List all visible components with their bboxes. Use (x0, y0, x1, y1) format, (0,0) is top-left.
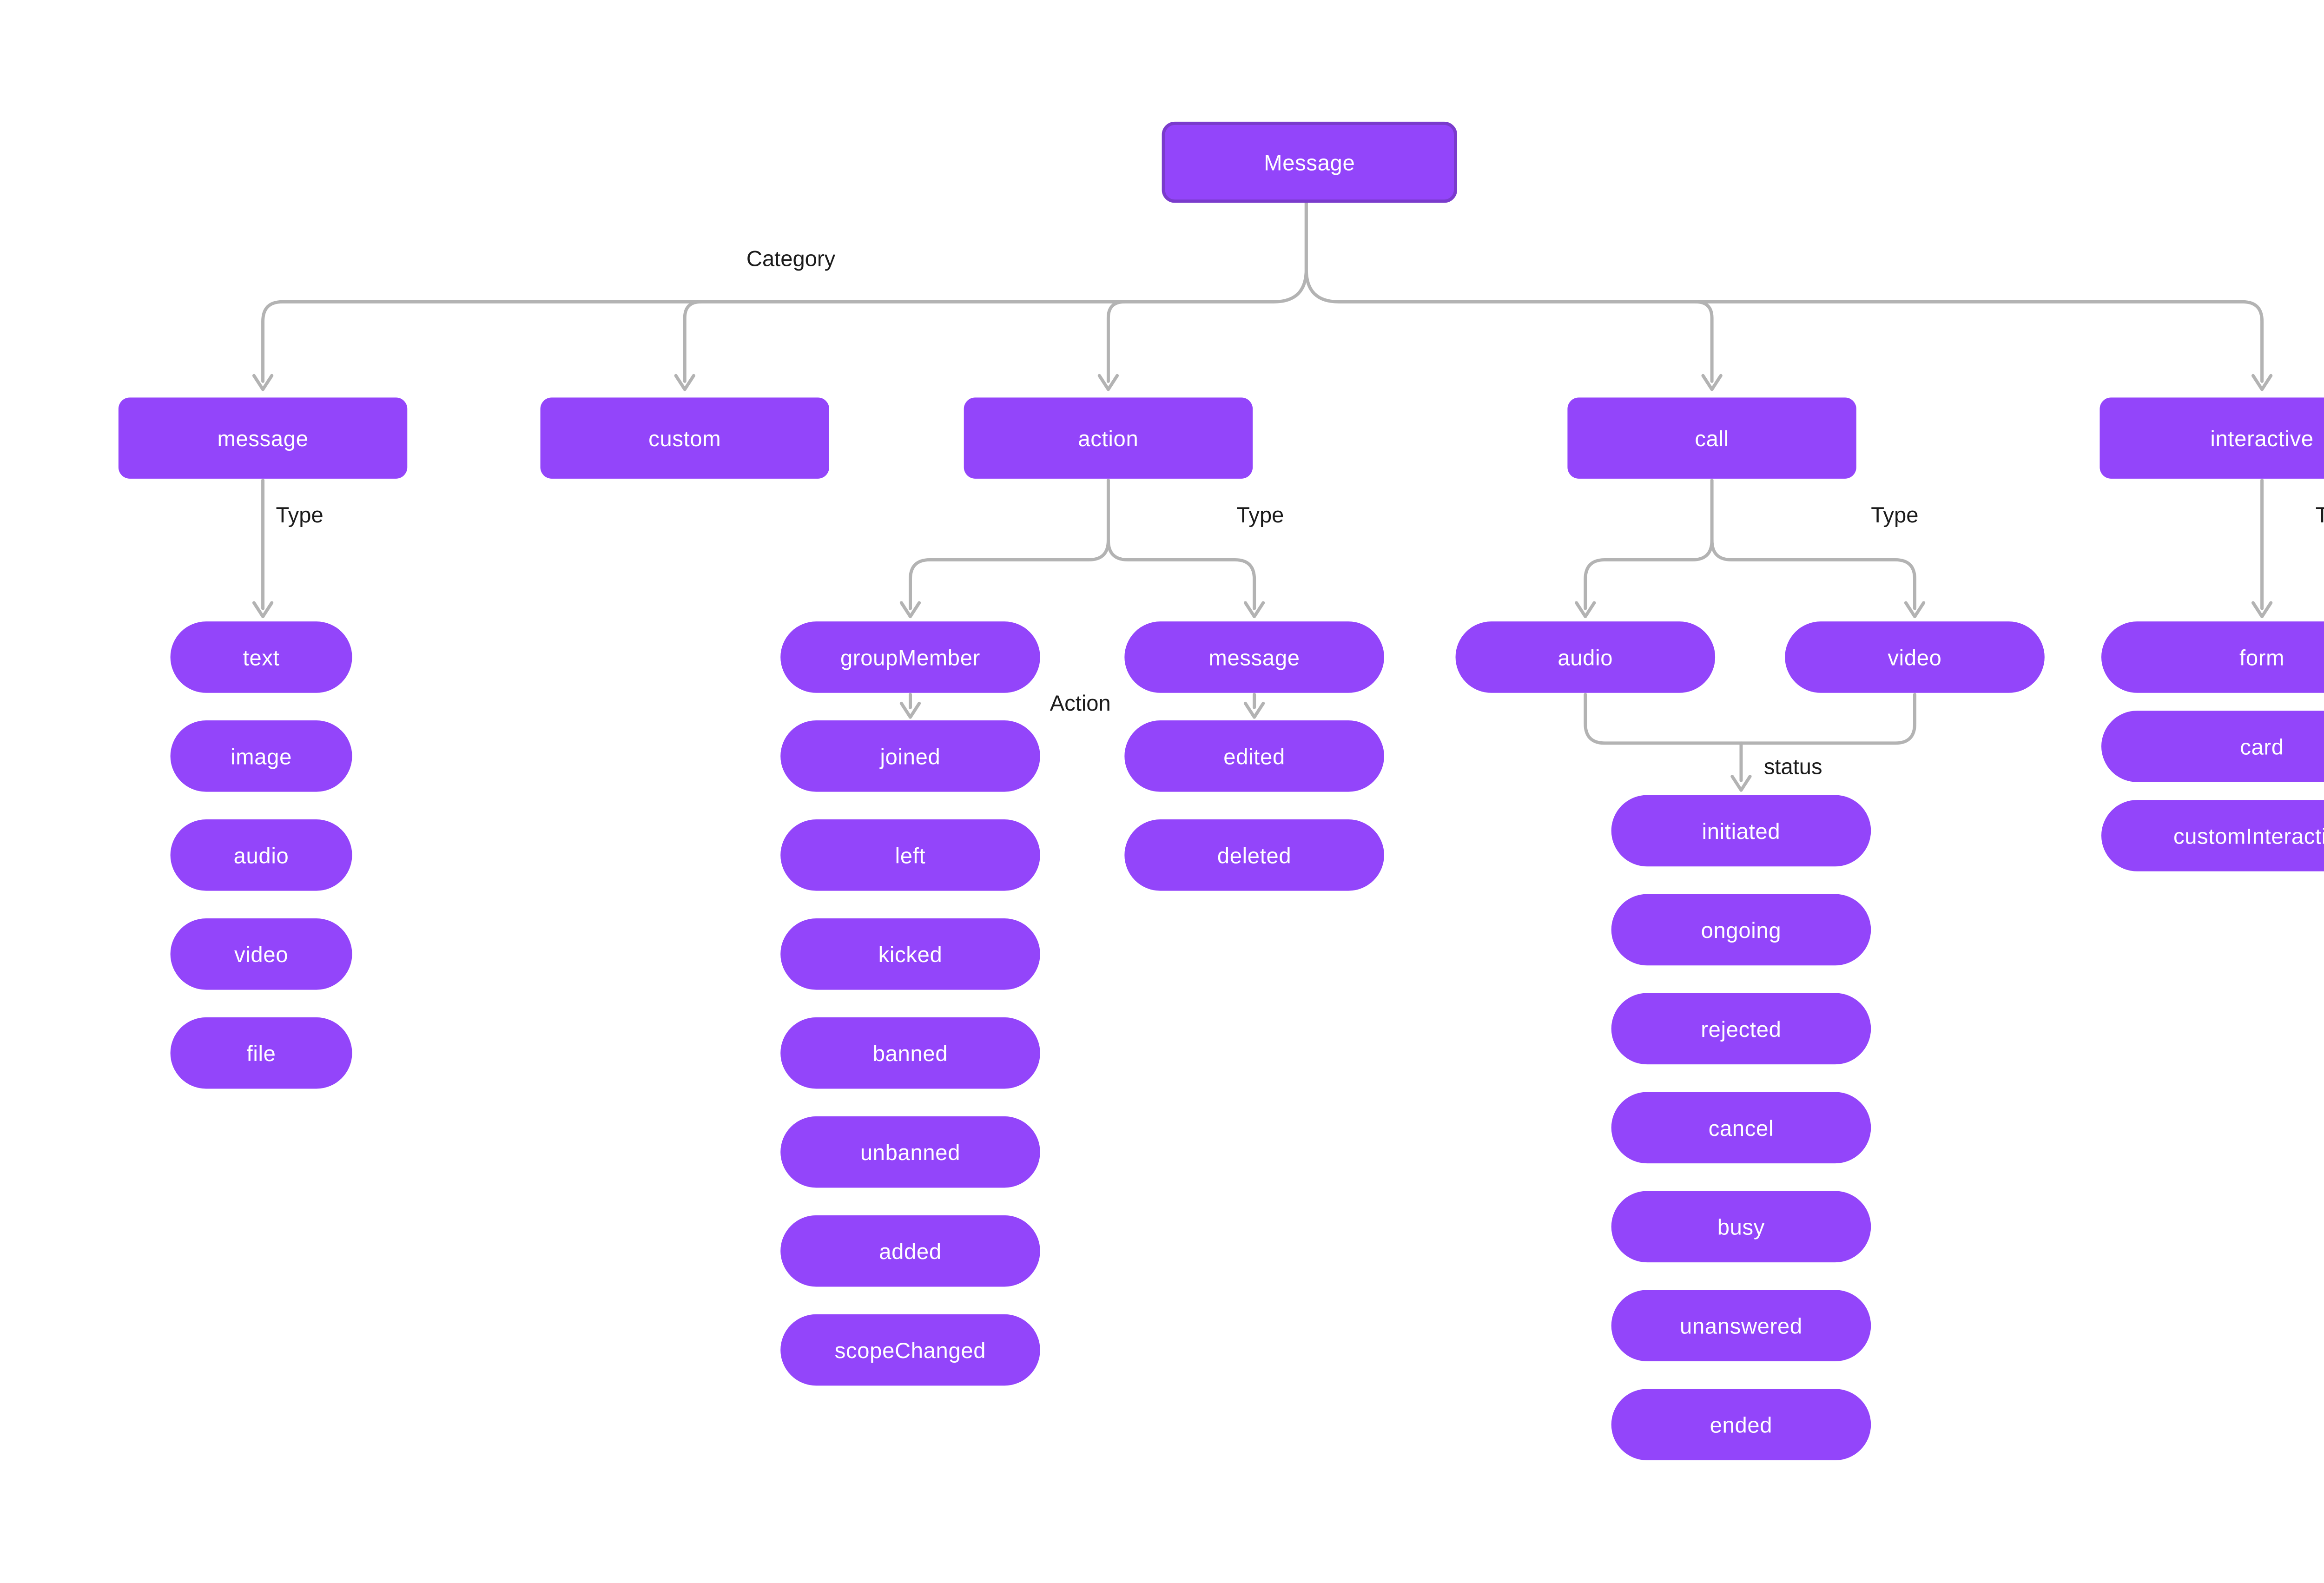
category-node-action: action (964, 397, 1253, 479)
group-member-action-connector (899, 693, 921, 719)
type-node-pill: video (170, 918, 352, 990)
action-type-connectors (899, 478, 1265, 619)
edge-label-type-interactive: Type (2316, 503, 2324, 529)
status-node-pill: unanswered (1611, 1290, 1871, 1362)
edge-label-action: Action (1050, 691, 1111, 716)
call-status-merge-connector (1584, 693, 1916, 792)
category-node-custom: custom (540, 397, 829, 479)
type-node-pill: image (170, 720, 352, 792)
root-node-message: Message (1162, 121, 1458, 203)
edge-label-type-message: Type (276, 503, 324, 528)
edge-label-type-call: Type (1871, 503, 1919, 528)
stack-call-statuses: initiated ongoing rejected cancel busy unansw… (1611, 795, 1871, 1460)
edge-label-type-action: Type (1236, 503, 1284, 528)
call-type-connectors (1575, 478, 1926, 619)
action-node-pill: joined (780, 720, 1040, 792)
status-node-pill: ongoing (1611, 894, 1871, 966)
type-node-pill: audio (170, 819, 352, 891)
type-node-pill: customInteractive (2101, 800, 2324, 871)
action-node-pill: kicked (780, 918, 1040, 990)
type-node-pill: text (170, 621, 352, 693)
message-action-connector (1243, 693, 1265, 719)
status-node-pill: rejected (1611, 993, 1871, 1065)
action-node-pill: unbanned (780, 1116, 1040, 1188)
category-node-interactive: interactive (2100, 397, 2324, 479)
action-node-pill: banned (780, 1017, 1040, 1089)
status-node-pill: ended (1611, 1389, 1871, 1460)
interactive-type-connector (2251, 478, 2273, 619)
type-node-pill: form (2101, 621, 2324, 693)
action-node-pill: edited (1124, 720, 1384, 792)
status-node-pill: cancel (1611, 1092, 1871, 1164)
category-node-call: call (1567, 397, 1856, 479)
type-node-action-message: message (1124, 621, 1384, 693)
type-node-pill: file (170, 1017, 352, 1089)
category-bus-connector (252, 201, 2273, 391)
stack-message-actions: message edited deleted (1124, 621, 1384, 891)
group-member-action-list: joined left kicked banned unbanned added scope… (780, 720, 1040, 1386)
status-node-pill: busy (1611, 1191, 1871, 1263)
stack-interactive-types: form card customInteractive (2101, 621, 2324, 871)
type-node-pill: card (2101, 711, 2324, 782)
action-node-pill: scopeChanged (780, 1314, 1040, 1386)
message-type-connector (252, 478, 274, 619)
message-action-list: edited deleted (1124, 720, 1384, 891)
status-node-pill: initiated (1611, 795, 1871, 867)
edge-label-status: status (1763, 754, 1822, 779)
category-node-message: message (118, 397, 408, 479)
edge-label-category: Category (746, 246, 836, 271)
stack-groupmember-actions: groupMember joined left kicked banned unbann… (780, 621, 1040, 1386)
action-node-pill: deleted (1124, 819, 1384, 891)
action-node-pill: added (780, 1215, 1040, 1287)
stack-message-types: text image audio video file (170, 621, 352, 1089)
type-node-group-member: groupMember (780, 621, 1040, 693)
type-node-video: video (1785, 621, 2045, 693)
type-node-audio: audio (1455, 621, 1716, 693)
action-node-pill: left (780, 819, 1040, 891)
